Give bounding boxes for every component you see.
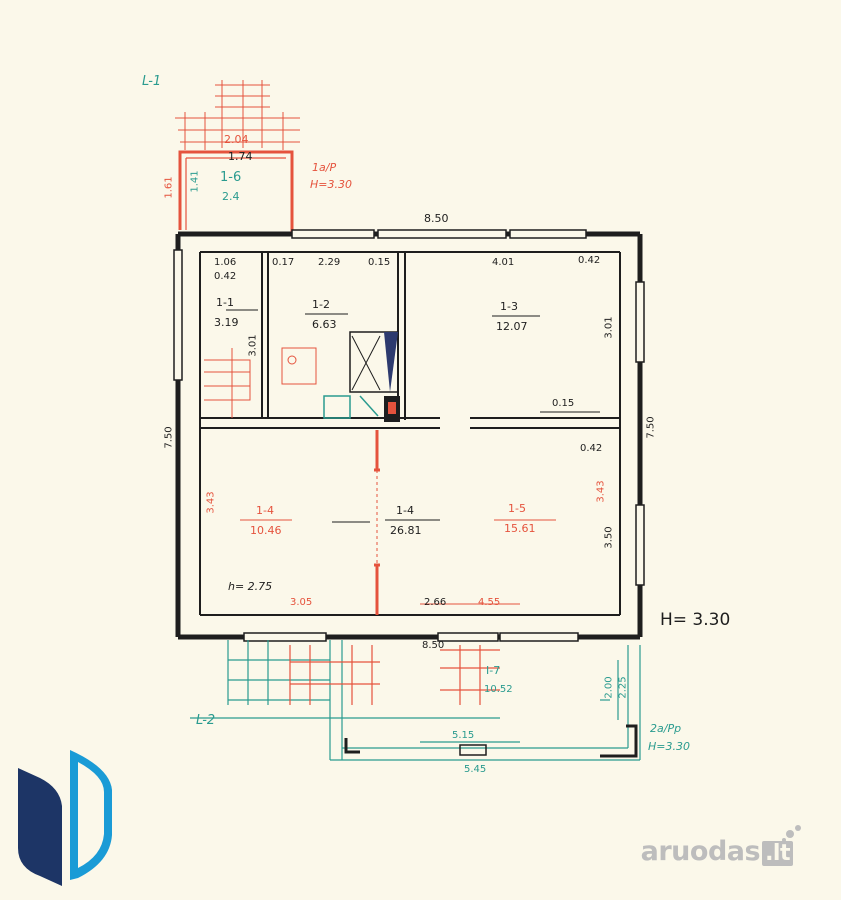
dim-0-42-c: 0.42 bbox=[580, 443, 603, 454]
dim-2-66: 2.66 bbox=[424, 597, 447, 608]
dim-0-42-a: 0.42 bbox=[214, 271, 237, 282]
top-stairs-hatching bbox=[175, 80, 300, 150]
watermark-tld: .lt bbox=[762, 841, 793, 866]
room-i-7-area: 10.52 bbox=[484, 684, 513, 695]
section-label-l1: L-1 bbox=[142, 74, 162, 89]
dim-overall-width-bottom: 8.50 bbox=[422, 640, 445, 651]
dim-4-01: 4.01 bbox=[492, 257, 515, 268]
room-1-6-label: 1-6 bbox=[220, 170, 242, 185]
dim-3-43-a: 3.43 bbox=[205, 491, 217, 514]
dim-overall-depth-left: 7.50 bbox=[163, 426, 175, 449]
dim-3-01-a: 3.01 bbox=[247, 334, 259, 357]
dim-overall-width-top: 8.50 bbox=[424, 212, 449, 225]
room-1-5-area: 15.61 bbox=[504, 522, 536, 535]
dim-3-43-b: 3.43 bbox=[595, 480, 607, 503]
top-annex-note-2: H=3.30 bbox=[310, 178, 352, 191]
dim-bottom-annex-3: 5.15 bbox=[452, 730, 475, 741]
room-1-1-label: 1-1 bbox=[216, 296, 234, 309]
dim-0-15-b: 0.15 bbox=[552, 398, 575, 409]
main-height-label: H= 3.30 bbox=[660, 610, 731, 630]
dim-2-29: 2.29 bbox=[318, 257, 341, 268]
room-1-4-left-label: 1-4 bbox=[256, 504, 274, 517]
room-1-2-label: 1-2 bbox=[312, 298, 330, 311]
outer-walls bbox=[175, 231, 643, 640]
room-1-4-left-area: 10.46 bbox=[250, 524, 282, 537]
room-1-3-area: 12.07 bbox=[496, 320, 528, 333]
windows bbox=[173, 229, 645, 642]
dim-top-annex-outer: 2.04 bbox=[224, 133, 249, 146]
room-1-5-label: 1-5 bbox=[508, 502, 526, 515]
top-annex-note-1: 1a/P bbox=[312, 161, 337, 174]
room-i-7-label: I-7 bbox=[486, 664, 501, 677]
watermark-brand: aruodas bbox=[640, 836, 761, 867]
aruodas-watermark: aruodas.lt bbox=[641, 836, 793, 867]
dim-3-01-b: 3.01 bbox=[603, 316, 615, 339]
dim-top-annex-side-2: 1.61 bbox=[163, 176, 175, 199]
dim-bottom-annex-1: 2.00 bbox=[603, 676, 615, 699]
dim-bottom-annex-4: 5.45 bbox=[464, 764, 487, 775]
stair-red-details bbox=[204, 347, 317, 418]
dim-4-55: 4.55 bbox=[478, 597, 501, 608]
watermark-dots bbox=[782, 825, 801, 842]
dim-0-15-a: 0.15 bbox=[368, 257, 391, 268]
dim-0-42-b: 0.42 bbox=[578, 255, 601, 266]
dim-top-annex-inner: 1.74 bbox=[228, 150, 253, 163]
chimney-block bbox=[323, 331, 400, 422]
red-partition bbox=[374, 430, 380, 615]
dim-bottom-annex-2: 2.25 bbox=[617, 676, 629, 699]
room-1-1-area: 3.19 bbox=[214, 316, 239, 329]
brand-logo bbox=[18, 750, 112, 886]
room-1-2-area: 6.63 bbox=[312, 318, 337, 331]
dim-top-annex-side-1: 1.41 bbox=[189, 170, 201, 193]
dim-1-06: 1.06 bbox=[214, 257, 237, 268]
room-1-4-label: 1-4 bbox=[396, 504, 414, 517]
dim-overall-depth-right: 7.50 bbox=[645, 416, 657, 439]
bottom-porch bbox=[190, 640, 641, 761]
room-1-4-area: 26.81 bbox=[390, 524, 422, 537]
dim-3-50: 3.50 bbox=[603, 526, 615, 549]
dim-0-17: 0.17 bbox=[272, 257, 295, 268]
dimension-lines bbox=[226, 309, 600, 605]
annex-room-1-6 bbox=[178, 150, 294, 232]
room-height-label: h= 2.75 bbox=[228, 580, 273, 593]
inner-wall-lines bbox=[199, 251, 621, 616]
room-1-6-area: 2.4 bbox=[222, 190, 240, 203]
section-label-l2: L-2 bbox=[196, 713, 216, 728]
dim-3-05: 3.05 bbox=[290, 597, 313, 608]
room-1-3-label: 1-3 bbox=[500, 300, 518, 313]
bottom-annex-note-1: 2a/Pp bbox=[650, 722, 682, 735]
bottom-annex-note-2: H=3.30 bbox=[648, 740, 690, 753]
